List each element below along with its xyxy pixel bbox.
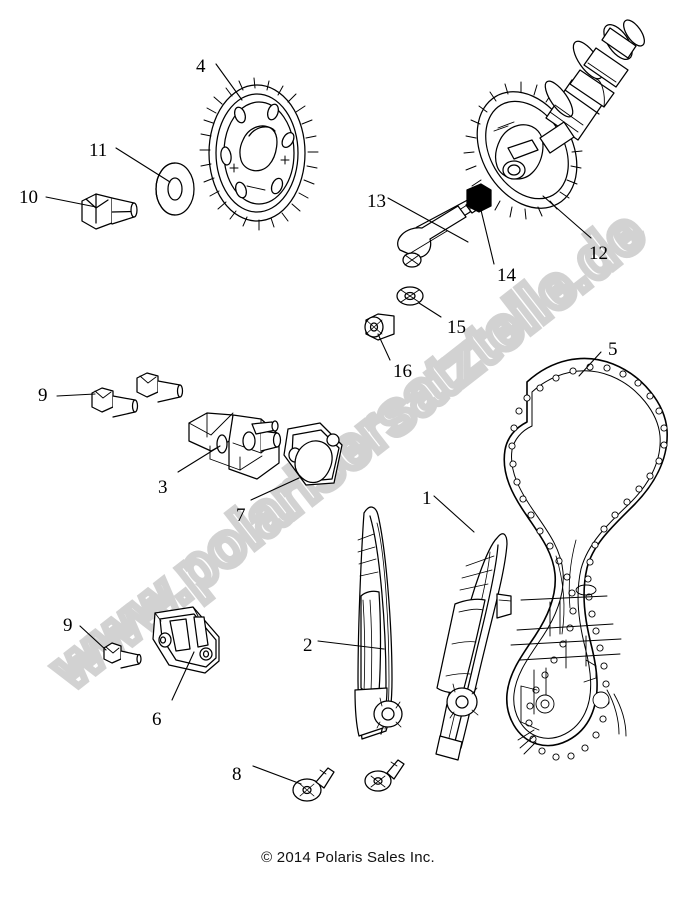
callout-12: 12 bbox=[589, 243, 608, 264]
callout-2: 2 bbox=[303, 635, 313, 656]
callout-15: 15 bbox=[447, 317, 466, 338]
callout-13: 13 bbox=[367, 191, 386, 212]
part-decompressor-washer bbox=[396, 286, 424, 306]
part-chain-guide-tensioner-blade bbox=[435, 533, 512, 761]
phantom-engine-outline bbox=[510, 584, 627, 755]
callout-10: 10 bbox=[19, 187, 38, 208]
part-tensioner-gasket bbox=[283, 422, 343, 486]
part-chain-guide-fixed bbox=[354, 506, 403, 740]
part-flange-bolt-lower bbox=[103, 642, 142, 669]
callout-6: 6 bbox=[152, 709, 162, 730]
part-chain-tensioner bbox=[188, 412, 282, 480]
callout-4: 4 bbox=[196, 56, 206, 77]
part-decompressor-plug bbox=[466, 183, 492, 213]
callout-16: 16 bbox=[393, 361, 412, 382]
part-timing-chain bbox=[503, 357, 668, 761]
callout-14: 14 bbox=[497, 265, 516, 286]
part-camshaft-assembly bbox=[463, 19, 645, 220]
callout-9b: 9 bbox=[63, 615, 73, 636]
callout-1: 1 bbox=[422, 488, 432, 509]
callout-7: 7 bbox=[236, 505, 246, 526]
part-flange-bolt-upper bbox=[91, 372, 184, 418]
part-decompressor-bushing bbox=[364, 313, 395, 341]
callout-9a: 9 bbox=[38, 385, 48, 406]
callout-5: 5 bbox=[608, 339, 618, 360]
part-mounting-bracket bbox=[152, 606, 220, 674]
part-sprocket-bolt bbox=[81, 193, 138, 230]
part-sprocket-washer bbox=[155, 162, 195, 216]
part-decompressor-lever bbox=[397, 194, 487, 268]
callout-8: 8 bbox=[232, 764, 242, 785]
part-flange-screws bbox=[292, 759, 405, 802]
copyright-notice: © 2014 Polaris Sales Inc. bbox=[261, 849, 435, 866]
leader-lines bbox=[45, 63, 602, 785]
part-camshaft-sprocket bbox=[199, 77, 319, 231]
callout-3: 3 bbox=[158, 477, 168, 498]
callout-11: 11 bbox=[89, 140, 108, 161]
